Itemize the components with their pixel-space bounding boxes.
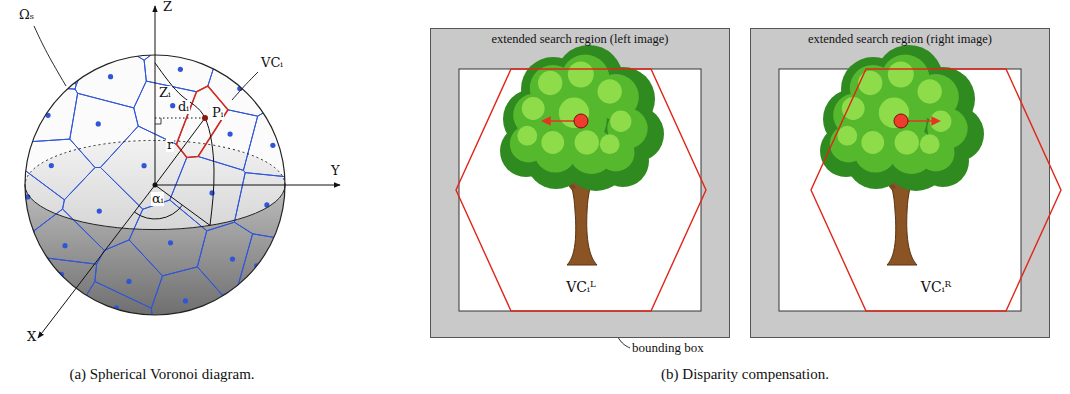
voronoi-cell: [96, 0, 169, 60]
voronoi-cell: [134, 81, 197, 144]
radius-label: r: [166, 138, 174, 152]
angle-arc: [134, 205, 182, 219]
voronoi-cell: [237, 0, 343, 82]
axis-line: [155, 185, 340, 186]
center-point: [574, 114, 588, 128]
voronoi-cell-hexagon: VCᵢᴸ: [456, 69, 706, 311]
voronoi-cell: [34, 209, 105, 264]
distance-line: [155, 118, 205, 119]
voronoi-cell: [197, 222, 252, 295]
voronoi-cell: [166, 0, 217, 51]
search-region-panel: extended search region (left image) VCᵢᴸ: [430, 28, 730, 338]
angle-label: αᵢ: [151, 192, 164, 206]
generator-point: [108, 74, 113, 79]
voronoi-cell: [10, 85, 78, 141]
voronoi-cell: [63, 167, 143, 250]
hexagon-outline: [811, 69, 1061, 311]
voronoi-cell: [0, 205, 35, 271]
generator-point: [170, 103, 175, 108]
generator-point: [62, 243, 67, 248]
voronoi-cell: [243, 109, 298, 178]
image-frame: [459, 69, 701, 311]
voronoi-cell: [0, 277, 79, 375]
generator-point: [168, 240, 173, 245]
voronoi-cell: [239, 284, 345, 375]
equator-front: [25, 185, 285, 230]
voronoi-cell: [198, 110, 258, 171]
voronoi-cell: [77, 281, 152, 328]
origin-dot: [153, 183, 158, 188]
leader-line: [34, 26, 66, 86]
voronoi-cell: [129, 200, 207, 276]
voronoi-cell: [0, 144, 22, 208]
voronoi-cell: [70, 93, 138, 167]
generator-point: [49, 163, 54, 168]
generator-point: [183, 298, 188, 303]
generator-point: [96, 121, 101, 126]
subfigure-caption: (a) Spherical Voronoi diagram.: [69, 366, 254, 383]
cell-label: VCᵢᴿ: [811, 279, 1061, 295]
radius-line: [155, 118, 205, 185]
voronoi-cell: [75, 39, 146, 108]
voronoi-cell: [219, 289, 308, 375]
leader-line: [232, 72, 258, 100]
voronoi-cell: [276, 218, 345, 311]
cell-label: VCᵢᴸ: [456, 279, 706, 295]
voronoi-cell: [0, 0, 76, 89]
point-label: Pᵢ: [211, 106, 224, 120]
voronoi-cell: [257, 0, 345, 109]
image-illustration: [751, 29, 1049, 337]
search-region-panel: extended search region (right image)VCᵢᴿ: [750, 28, 1050, 338]
voronoi-cell: [237, 234, 304, 289]
generator-point: [270, 143, 275, 148]
subfigure-caption: (b) Disparity compensation.: [661, 366, 829, 383]
generator-point: [126, 279, 131, 284]
center-point: [894, 114, 908, 128]
axis-line: [38, 185, 155, 338]
distance-label: dᵢ: [177, 100, 190, 114]
voronoi-cell: [277, 67, 345, 139]
voronoi-cell: [289, 175, 345, 232]
axis-label: Y: [330, 164, 341, 178]
hexagon-outline: [456, 69, 706, 311]
generator-point: [97, 208, 102, 213]
voronoi-cell: [100, 126, 186, 209]
voronoi-cell: [170, 156, 245, 230]
tree-picture: [820, 45, 984, 265]
right-angle-mark: [155, 118, 161, 124]
axis-label: Z: [162, 0, 173, 14]
voronoi-cell-hexagon: VCᵢᴿ: [811, 69, 1061, 311]
voronoi-cell: [6, 0, 81, 85]
region-title: extended search region (left image): [431, 32, 729, 46]
generator-point: [178, 67, 183, 72]
voronoi-cell: [29, 0, 110, 74]
voronoi-cell: [0, 240, 40, 331]
axis-label: X: [26, 330, 37, 344]
generator-point: [141, 163, 146, 168]
surface-label: Ωₛ: [18, 8, 35, 22]
generator-point: [230, 256, 235, 261]
annotation: bounding box: [632, 341, 704, 355]
voronoi-cell: [21, 139, 95, 200]
voronoi-cell: [0, 55, 31, 157]
tree-picture: [500, 45, 664, 265]
region-title: extended search region (right image): [751, 32, 1049, 46]
cell-label: VCᵢ: [260, 56, 284, 70]
generator-point: [227, 131, 232, 136]
point-label: Zᵢ: [158, 86, 172, 100]
generator-point: [209, 190, 214, 195]
point-p: [202, 115, 208, 121]
image-frame: [779, 69, 1021, 311]
axis-line: [155, 6, 156, 185]
voronoi-cell: [151, 267, 222, 331]
